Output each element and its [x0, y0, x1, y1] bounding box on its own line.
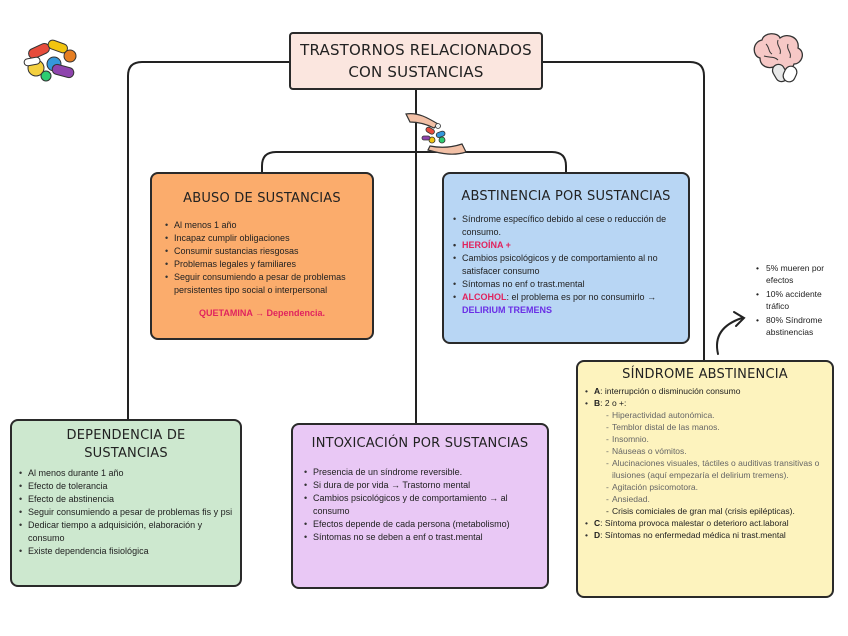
- list-item: ALCOHOL: el problema es por no consumirl…: [452, 291, 682, 317]
- criterion-b-sublist: Hiperactividad autonómica. Temblor dista…: [594, 409, 828, 517]
- intoxicacion-heading: INTOXICACIÓN POR SUSTANCIAS: [311, 436, 529, 451]
- criterion-d-label: D: [594, 530, 601, 540]
- list-item: Efectos depende de cada persona (metabol…: [303, 518, 541, 531]
- brain-pills-icon: [748, 30, 806, 84]
- list-item: Cambios psicológicos y de comportamiento…: [303, 492, 541, 518]
- list-item: Al menos 1 año: [164, 219, 368, 232]
- abuso-note: QUETAMINA → Dependencia.: [198, 308, 325, 318]
- list-item: Náuseas o vómitos.: [606, 445, 828, 457]
- main-title-line2: CON SUSTANCIAS: [348, 63, 484, 81]
- list-item: Síndrome específico debido al cese o red…: [452, 213, 682, 239]
- intoxicacion-list: Presencia de un síndrome reversible. Si …: [293, 466, 547, 544]
- list-item: A: interrupción o disminución consumo: [584, 385, 828, 397]
- list-item: Alucinaciones visuales, táctiles o audit…: [606, 457, 828, 481]
- criterion-b-label: B: [594, 398, 601, 408]
- list-item: Síntomas no se deben a enf o trast.menta…: [303, 531, 541, 544]
- criterion-a-text: : interrupción o disminución consumo: [600, 386, 741, 396]
- hands-pills-icon: [404, 108, 468, 166]
- list-item: Insomnio.: [606, 433, 828, 445]
- list-item: Hiperactividad autonómica.: [606, 409, 828, 421]
- list-item: HEROÍNA +: [452, 239, 682, 252]
- criterion-d-text: : Síntomas no enfermedad médica ni trast…: [600, 530, 786, 540]
- list-item: Crisis comiciales de gran mal (crisis ep…: [606, 505, 828, 517]
- list-item: Agitación psicomotora.: [606, 481, 828, 493]
- abuso-heading: ABUSO DE SUSTANCIAS: [183, 191, 341, 206]
- list-item: Si dura de por vida → Trastorno mental: [303, 479, 541, 492]
- dependencia-heading: DEPENDENCIA DE SUSTANCIAS: [12, 427, 240, 463]
- main-title-box: TRASTORNOS RELACIONADOS CON SUSTANCIAS: [289, 32, 543, 90]
- abstinencia-list: Síndrome específico debido al cese o red…: [444, 213, 688, 317]
- criterion-a-label: A: [594, 386, 601, 396]
- dependencia-list: Al menos durante 1 año Efecto de toleran…: [12, 467, 240, 558]
- stat-item: 5% mueren por efectos: [754, 262, 846, 286]
- alcohol-text: : el problema es por no consumirlo →: [506, 292, 657, 302]
- list-item: Efecto de abstinencia: [18, 493, 236, 506]
- abstinencia-box: ABSTINENCIA POR SUSTANCIAS Síndrome espe…: [442, 172, 690, 344]
- abuso-list: Al menos 1 año Incapaz cumplir obligacio…: [152, 219, 372, 297]
- stat-item: 10% accidente tráfico: [754, 288, 846, 312]
- dependencia-box: DEPENDENCIA DE SUSTANCIAS Al menos duran…: [10, 419, 242, 587]
- stat-item: 80% Síndrome abstinencias: [754, 314, 846, 338]
- main-title-line1: TRASTORNOS RELACIONADOS: [300, 41, 532, 59]
- abuso-box: ABUSO DE SUSTANCIAS Al menos 1 año Incap…: [150, 172, 374, 340]
- list-item: Incapaz cumplir obligaciones: [164, 232, 368, 245]
- sindrome-list: A: interrupción o disminución consumo B:…: [578, 385, 832, 541]
- curved-arrow-icon: [716, 311, 746, 355]
- sindrome-box: SÍNDROME ABSTINENCIA A: interrupción o d…: [576, 360, 834, 598]
- list-item: Problemas legales y familiares: [164, 258, 368, 271]
- alcohol-label: ALCOHOL: [462, 292, 507, 302]
- criterion-b-text: : 2 o +:: [600, 398, 627, 408]
- list-item: Dedicar tiempo a adquisición, elaboració…: [18, 519, 236, 545]
- list-item: Seguir consumiendo a pesar de problemas …: [18, 506, 236, 519]
- list-item: Al menos durante 1 año: [18, 467, 236, 480]
- criterion-c-label: C: [594, 518, 601, 528]
- list-item: D: Síntomas no enfermedad médica ni tras…: [584, 529, 828, 541]
- abstinencia-heading: ABSTINENCIA POR SUSTANCIAS: [461, 189, 671, 204]
- list-item: Existe dependencia fisiológica: [18, 545, 236, 558]
- pills-icon: [22, 38, 82, 84]
- dependencia-heading-line1: DEPENDENCIA DE: [66, 428, 186, 443]
- list-item: C: Síntoma provoca malestar o deterioro …: [584, 517, 828, 529]
- list-item: Seguir consumiendo a pesar de problemas …: [164, 271, 368, 297]
- list-item: Consumir sustancias riesgosas: [164, 245, 368, 258]
- list-item: Ansiedad.: [606, 493, 828, 505]
- intoxicacion-box: INTOXICACIÓN POR SUSTANCIAS Presencia de…: [291, 423, 549, 589]
- delirium-label: DELIRIUM TREMENS: [462, 305, 552, 315]
- list-item: Síntomas no enf o trast.mental: [452, 278, 682, 291]
- list-item: Presencia de un síndrome reversible.: [303, 466, 541, 479]
- dependencia-heading-line2: SUSTANCIAS: [84, 446, 168, 461]
- stats-list: 5% mueren por efectos 10% accidente tráf…: [754, 262, 846, 340]
- list-item: Cambios psicológicos y de comportamiento…: [452, 252, 682, 278]
- list-item: B: 2 o +: Hiperactividad autonómica. Tem…: [584, 397, 828, 517]
- sindrome-heading: SÍNDROME ABSTINENCIA: [622, 367, 788, 382]
- criterion-c-text: : Síntoma provoca malestar o deterioro a…: [600, 518, 789, 528]
- list-item: Efecto de tolerancia: [18, 480, 236, 493]
- list-item: Temblor distal de las manos.: [606, 421, 828, 433]
